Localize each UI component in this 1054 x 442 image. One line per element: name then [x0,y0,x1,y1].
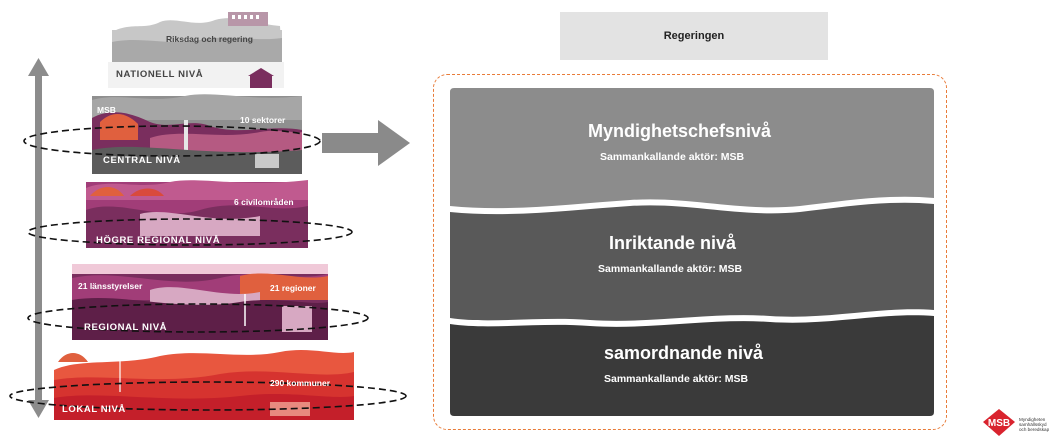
central-tag-msb: MSB [97,105,116,115]
regional-tag-left: 21 länsstyrelser [78,281,143,291]
logo-text-line-3: och beredskap [1019,427,1050,432]
regional-tag-right: 21 regioner [270,283,316,293]
national-level-label: NATIONELL NIVÅ [116,69,204,80]
central-tag-sectors: 10 sektorer [240,115,286,125]
higher-regional-level-block [86,180,308,248]
layer-3-subtitle: Sammankallande aktör: MSB [604,373,749,385]
layer-2-title: Inriktande nivå [609,233,737,253]
layer-3-title: samordnande nivå [604,343,764,363]
logo-text-line-1: Myndigheten [1019,417,1046,422]
layer-1-subtitle: Sammankallande aktör: MSB [600,151,745,163]
regional-level-highlight-ellipse [27,303,369,333]
layer-2-subtitle: Sammankallande aktör: MSB [598,263,743,275]
msb-logo: MSB Myndigheten samhällsskyd och beredsk… [982,408,1054,437]
governance-layers-graphic [450,88,934,416]
national-tag: Riksdag och regering [166,34,253,44]
local-level-highlight-ellipse [9,381,407,411]
level-illustration: Riksdag och regering NATIONELL NIVÅ MSB … [0,0,430,437]
right-arrow-icon [322,120,410,166]
layer-myndighetschef-shape [450,88,934,209]
msb-logo-mark-icon: MSB [983,409,1015,436]
local-tag: 290 kommuner [270,378,330,388]
central-level-highlight-ellipse [23,125,321,157]
higher-regional-level-highlight-ellipse [27,218,353,246]
national-level-block [108,12,284,90]
higher-regional-level-label: HÖGRE REGIONAL NIVÅ [96,235,221,246]
local-level-block [54,350,354,420]
regeringen-label: Regeringen [663,30,725,42]
msb-logo-mark-text: MSB [988,418,1010,429]
layer-inriktande-shape [450,202,934,321]
regeringen-box: Regeringen [560,12,828,60]
regional-level-block [72,264,328,340]
regional-level-label: REGIONAL NIVÅ [84,322,168,333]
level-stack-graphic [9,12,407,420]
central-level-block [92,94,302,174]
logo-text-line-2: samhällsskyd [1019,422,1047,427]
layer-samordnande-shape [450,315,934,416]
local-level-label: LOKAL NIVÅ [62,404,126,415]
layer-1-title: Myndighetschefsnivå [588,121,772,141]
higher-regional-tag: 6 civilområden [234,197,294,207]
central-level-label: CENTRAL NIVÅ [103,155,181,166]
governance-frame [433,74,947,430]
